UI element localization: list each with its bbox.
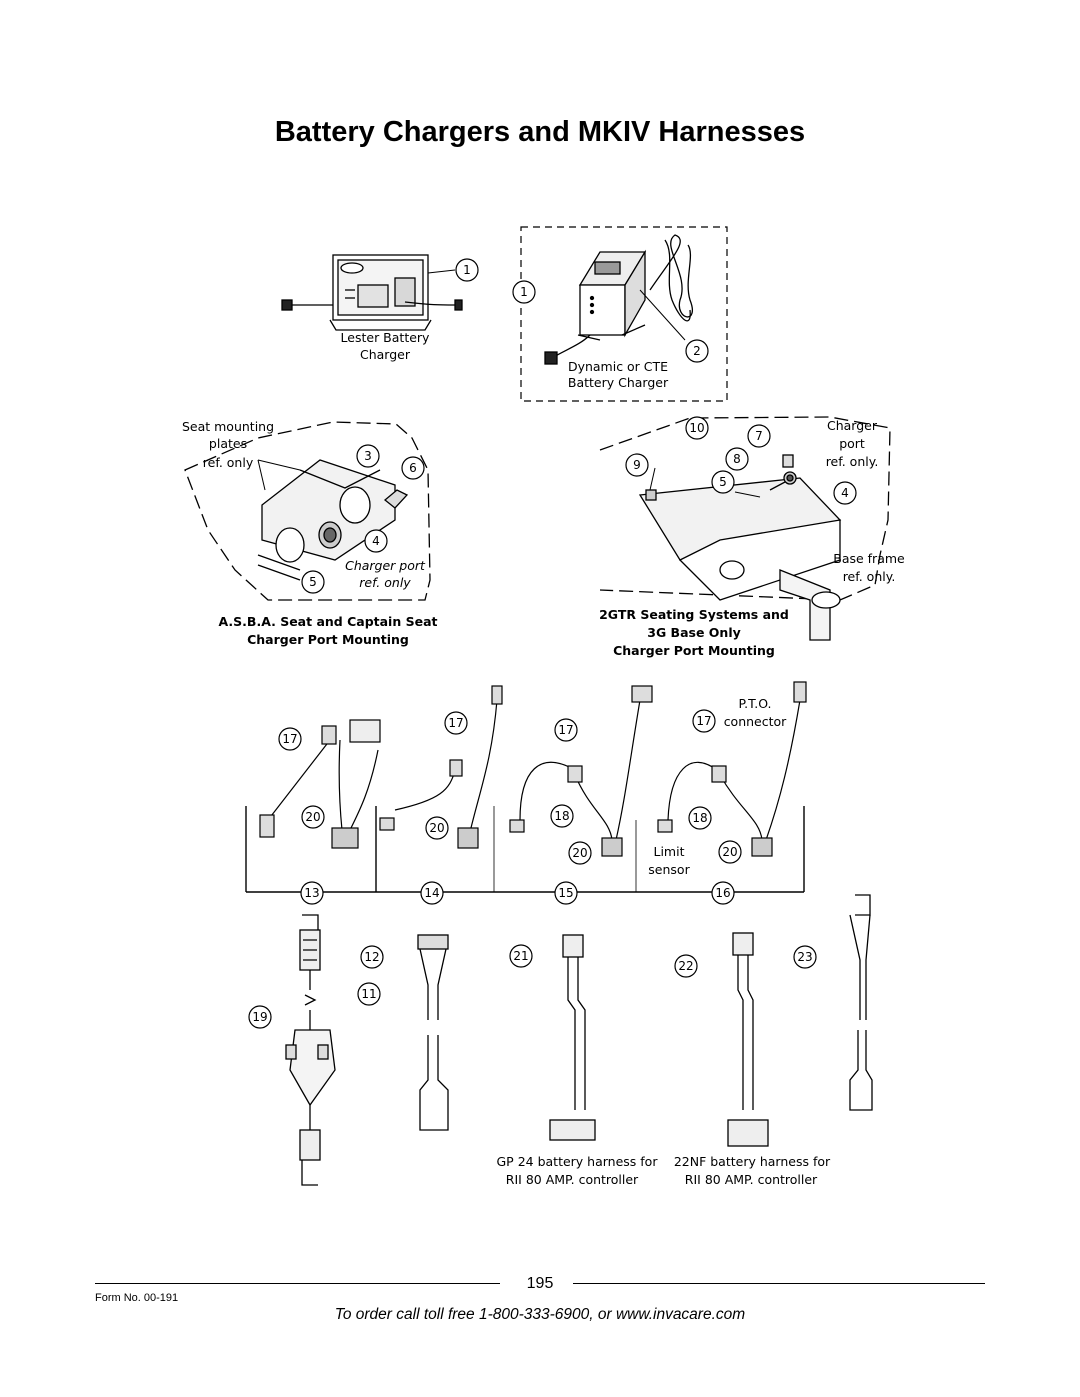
callout-13: 13 — [304, 886, 319, 900]
callout-20-g16: 20 — [722, 845, 737, 859]
limit-label-line2: sensor — [648, 862, 690, 877]
page-title: Battery Chargers and MKIV Harnesses — [274, 116, 806, 148]
seat-mount-label-line2: plates — [209, 436, 247, 451]
asba-mount-illustration — [257, 459, 409, 581]
lester-label-line2: Charger — [360, 347, 411, 362]
callout-4-asba: 4 — [372, 534, 380, 548]
pto-label-line2: connector — [724, 714, 787, 729]
callout-10: 10 — [689, 421, 704, 435]
form-number: Form No. 00-191 — [95, 1292, 179, 1304]
callout-1-dynamic: 1 — [520, 285, 528, 299]
callout-2: 2 — [693, 344, 701, 358]
callout-17-g16: 17 — [696, 714, 711, 728]
pto-label-line1: P.T.O. — [739, 696, 772, 711]
callout-9: 9 — [633, 458, 641, 472]
nf22-caption-line2: RII 80 AMP. controller — [685, 1172, 818, 1187]
gtr-frame-illustration — [638, 454, 842, 641]
callout-21: 21 — [513, 949, 528, 963]
seat-mount-label-line3: ref. only — [203, 455, 254, 470]
dynamic-label-line1: Dynamic or CTE — [568, 359, 668, 374]
lower-parts-illustration — [285, 894, 873, 1186]
callout-23: 23 — [797, 950, 812, 964]
charger-port-right-line3: ref. only. — [826, 454, 879, 469]
asba-dashed-outline — [184, 421, 431, 601]
lester-label-line1: Lester Battery — [341, 330, 431, 345]
dynamic-charger-box — [520, 226, 728, 402]
callout-12: 12 — [364, 950, 379, 964]
callout-8: 8 — [733, 452, 741, 466]
callout-16: 16 — [715, 886, 730, 900]
callout-3: 3 — [364, 449, 372, 463]
callout-6: 6 — [409, 461, 417, 475]
lester-charger-illustration — [281, 254, 463, 331]
asba-caption-line2: Charger Port Mounting — [247, 632, 409, 647]
callout-19: 19 — [252, 1010, 267, 1024]
limit-label-line1: Limit — [654, 844, 685, 859]
seat-mount-label-line1: Seat mounting — [182, 419, 274, 434]
footer-rule-left — [95, 1283, 500, 1284]
callout-17-g14: 17 — [448, 716, 463, 730]
base-frame-label-line1: Base frame — [833, 551, 905, 566]
charger-port-left-line2: ref. only — [359, 575, 411, 590]
callout-11: 11 — [361, 987, 376, 1001]
callout-20-g13: 20 — [305, 810, 320, 824]
callout-14: 14 — [424, 886, 439, 900]
asba-caption-line1: A.S.B.A. Seat and Captain Seat — [219, 614, 438, 629]
dynamic-label-line2: Battery Charger — [568, 375, 669, 390]
dynamic-charger-illustration — [544, 234, 693, 365]
callout-4-gtr: 4 — [841, 486, 849, 500]
charger-port-right-line2: port — [839, 436, 865, 451]
callout-18-g15: 18 — [554, 809, 569, 823]
order-info: To order call toll free 1-800-333-6900, … — [334, 1306, 746, 1323]
callout-15: 15 — [558, 886, 573, 900]
nf22-caption-line1: 22NF battery harness for — [674, 1154, 831, 1169]
harness-bracket — [245, 806, 805, 893]
gp24-caption-line2: RII 80 AMP. controller — [506, 1172, 639, 1187]
gtr-caption-line2: 3G Base Only — [647, 625, 741, 640]
callout-22: 22 — [678, 959, 693, 973]
callout-5-gtr: 5 — [719, 475, 727, 489]
footer-rule-right — [573, 1283, 985, 1284]
callout-7: 7 — [755, 429, 763, 443]
callout-20-g14: 20 — [429, 821, 444, 835]
page-number: 195 — [526, 1275, 554, 1292]
callout-17-g15: 17 — [558, 723, 573, 737]
charger-port-right-line1: Charger — [827, 418, 878, 433]
gtr-caption-line1: 2GTR Seating Systems and — [599, 607, 789, 622]
callout-20-g15: 20 — [572, 846, 587, 860]
harness-wires — [259, 681, 807, 857]
callout-17-g13: 17 — [282, 732, 297, 746]
callout-18-g16: 18 — [692, 811, 707, 825]
gtr-dashed-outline — [599, 416, 891, 601]
charger-port-left-line1: Charger port — [345, 558, 426, 573]
gtr-caption-line3: Charger Port Mounting — [613, 643, 775, 658]
gp24-caption-line1: GP 24 battery harness for — [497, 1154, 659, 1169]
callout-1-lester: 1 — [463, 263, 471, 277]
callout-5-asba: 5 — [309, 575, 317, 589]
base-frame-label-line2: ref. only. — [843, 569, 896, 584]
